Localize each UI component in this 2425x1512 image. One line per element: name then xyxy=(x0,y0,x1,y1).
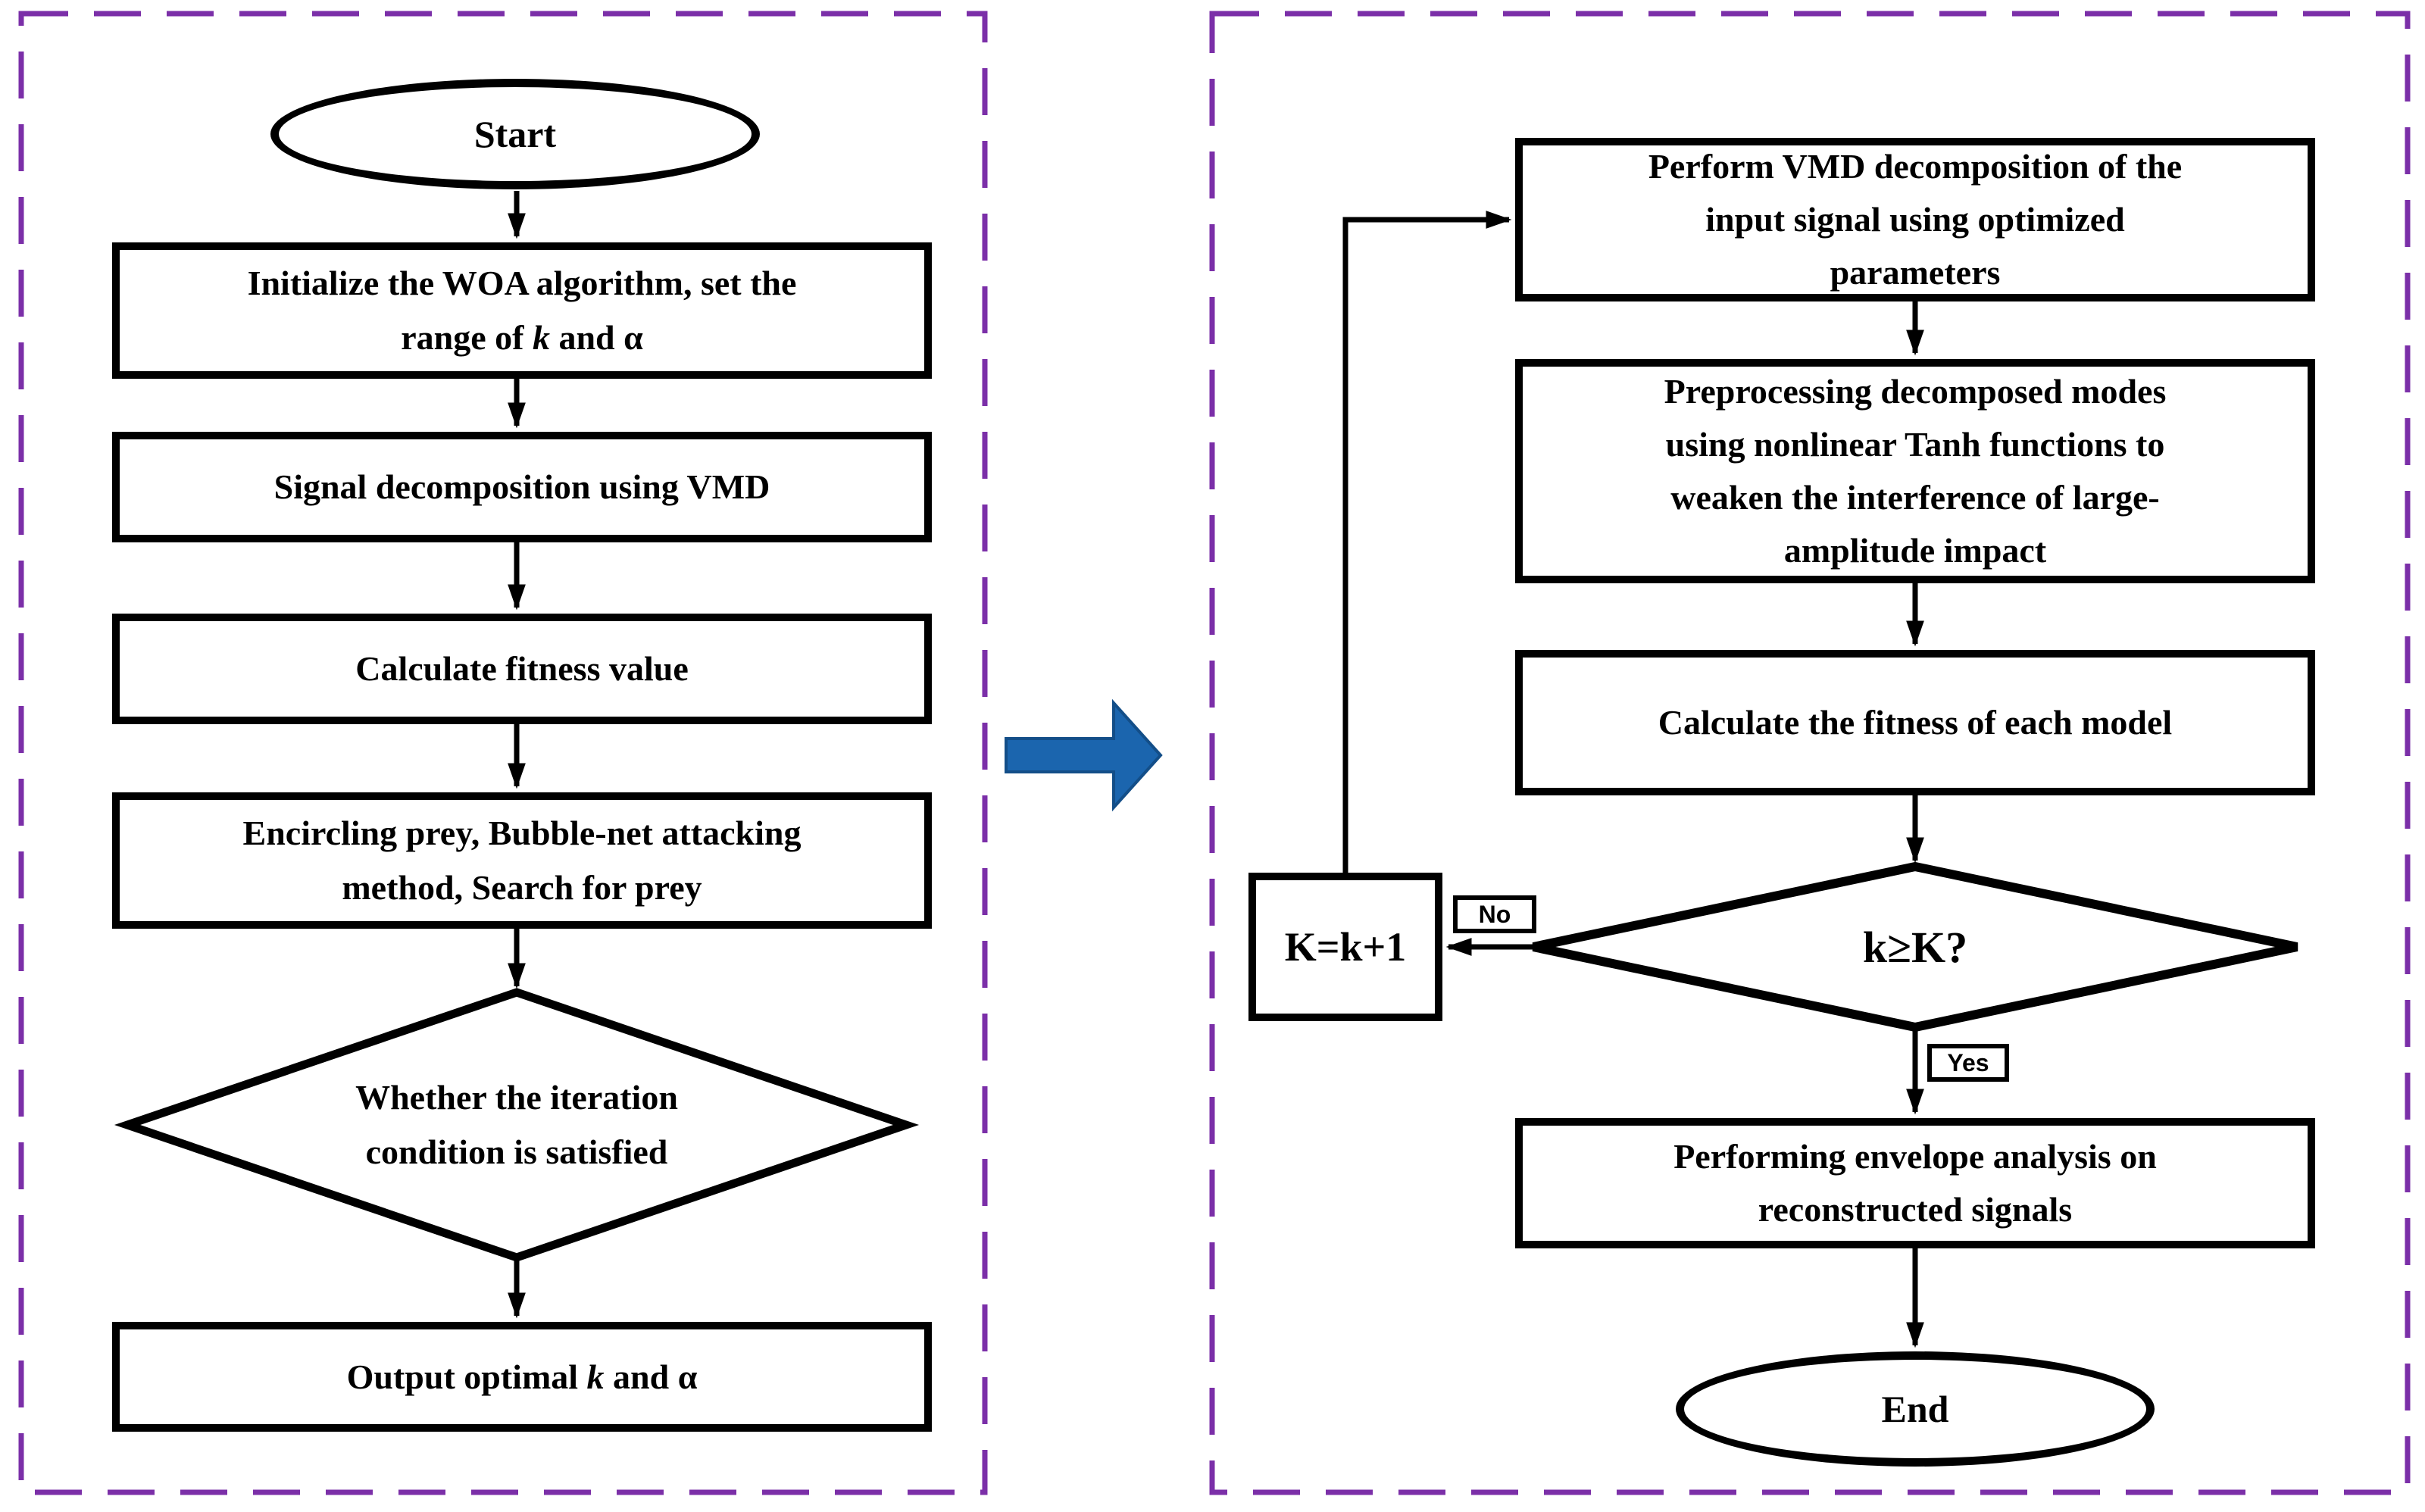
iteration-decision-line1: Whether the iteration xyxy=(355,1078,678,1117)
init-woa-line1: Initialize the WOA algorithm, set the xyxy=(247,264,797,302)
output-optimal-suffix: and α xyxy=(604,1357,698,1396)
right-panel-border xyxy=(1209,11,2411,1495)
preprocess-modes-process-box: Preprocessing decomposed modes using non… xyxy=(1515,359,2315,583)
envelope-analysis-line1: Performing envelope analysis on xyxy=(1673,1137,2157,1176)
encircling-prey-line2: method, Search for prey xyxy=(342,868,702,907)
calculate-fitness-label: Calculate fitness value xyxy=(355,649,689,688)
output-optimal-k: k xyxy=(586,1357,605,1396)
vmd-decompose-line2: input signal using optimized xyxy=(1705,200,2125,239)
yes-branch-text: Yes xyxy=(1947,1048,1989,1076)
start-terminator: Start xyxy=(270,79,760,189)
end-label: End xyxy=(1881,1388,1949,1430)
yes-branch-label: Yes xyxy=(1927,1044,2009,1082)
init-woa-line2-prefix: range of xyxy=(401,318,533,357)
output-optimal-process-box: Output optimal k and α xyxy=(112,1322,932,1432)
end-terminator: End xyxy=(1676,1351,2155,1467)
model-fitness-process-box: Calculate the fitness of each model xyxy=(1515,650,2315,795)
left-panel-border xyxy=(18,11,988,1495)
signal-decomposition-process-box: Signal decomposition using VMD xyxy=(112,432,932,542)
output-optimal-prefix: Output optimal xyxy=(346,1357,587,1396)
k-threshold-decision-label: k≥K? xyxy=(1862,922,1968,972)
increment-k-process-box: K=k+1 xyxy=(1248,873,1442,1021)
init-woa-process-box: Initialize the WOA algorithm, set the ra… xyxy=(112,242,932,379)
init-woa-line2-k: k xyxy=(532,318,550,357)
preprocess-modes-line3: weaken the interference of large- xyxy=(1670,478,2160,517)
output-optimal-label: Output optimal k and α xyxy=(347,1350,698,1404)
envelope-analysis-process-box: Performing envelope analysis on reconstr… xyxy=(1515,1118,2315,1248)
init-woa-line2-suffix: and α xyxy=(549,318,643,357)
panel-transition-arrow-icon xyxy=(1005,698,1163,812)
preprocess-modes-line4: amplitude impact xyxy=(1783,531,2047,570)
preprocess-modes-line2: using nonlinear Tanh functions to xyxy=(1665,425,2165,464)
iteration-decision-line2: condition is satisfied xyxy=(365,1132,668,1171)
vmd-decompose-process-box: Perform VMD decomposition of the input s… xyxy=(1515,138,2315,301)
encircling-prey-line1: Encircling prey, Bubble-net attacking xyxy=(242,814,802,852)
connector-increment-feedback-to-decompose xyxy=(1342,211,1512,873)
vmd-decompose-line1: Perform VMD decomposition of the xyxy=(1648,147,2183,186)
envelope-analysis-line2: reconstructed signals xyxy=(1758,1190,2073,1229)
left-decision-diamond-shape xyxy=(114,988,920,1262)
calculate-fitness-process-box: Calculate fitness value xyxy=(112,614,932,724)
iteration-decision-text: Whether the iteration condition is satis… xyxy=(127,992,906,1257)
signal-decomposition-label: Signal decomposition using VMD xyxy=(273,467,770,506)
increment-k-label: K=k+1 xyxy=(1284,924,1407,970)
no-branch-label: No xyxy=(1453,895,1536,933)
init-woa-line2: range of k and α xyxy=(401,311,643,365)
start-label: Start xyxy=(473,113,557,155)
model-fitness-label: Calculate the fitness of each model xyxy=(1658,703,2173,742)
right-decision-diamond-shape xyxy=(1532,861,2298,1032)
k-threshold-decision-text: k≥K? xyxy=(1533,867,2297,1027)
vmd-decompose-line3: parameters xyxy=(1830,253,2001,292)
preprocess-modes-line1: Preprocessing decomposed modes xyxy=(1664,372,2167,411)
no-branch-text: No xyxy=(1478,900,1511,928)
encircling-prey-process-box: Encircling prey, Bubble-net attacking me… xyxy=(112,792,932,929)
